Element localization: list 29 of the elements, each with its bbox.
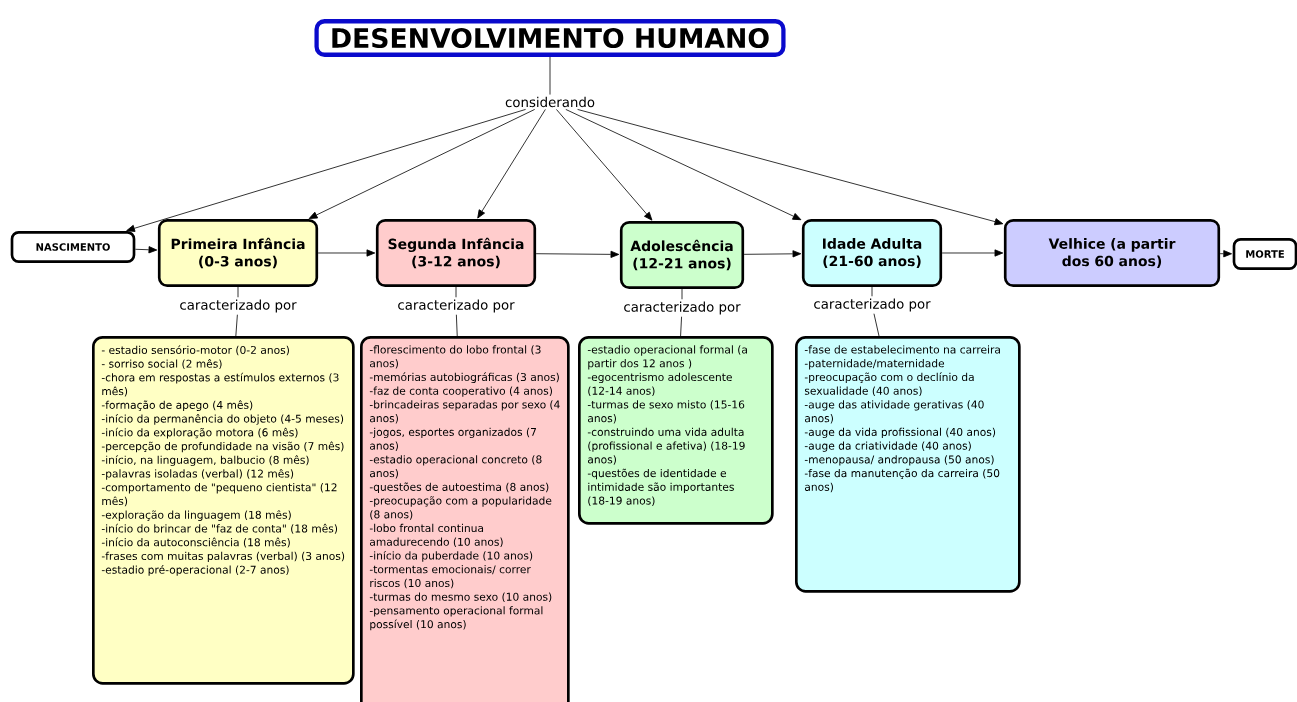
stage-box: Adolescência (12-21 anos) <box>619 221 745 289</box>
terminal-box: NASCIMENTO <box>10 231 136 263</box>
stage-box: Segunda Infância (3-12 anos) <box>375 219 537 287</box>
title-box: DESENVOLVIMENTO HUMANO <box>314 19 786 57</box>
stage-box: Primeira Infância (0-3 anos) <box>157 219 319 287</box>
description-box: -fase de estabelecimento na carreira -paternidade/maternidade -preocupação com o declínio da sexualidade (40 anos) -auge das atividade gerativas (40 anos) -auge da vida profissional (40 anos) -auge da criatividade (40 anos) -menopausa/ andropausa (50 anos) -fase da manutenção da carreira (50 anos) <box>795 336 1021 593</box>
arrow <box>577 109 1004 226</box>
stage-box: Idade Adulta (21-60 anos) <box>801 219 943 287</box>
arrow <box>556 109 653 221</box>
arrow <box>1219 250 1232 258</box>
linking-phrase: caracterizado por <box>621 299 743 317</box>
stage-box: Velhice (a partir dos 60 anos) <box>1003 219 1221 287</box>
arrow <box>941 249 1004 257</box>
arrow <box>126 109 526 232</box>
linking-phrase: considerando <box>503 94 597 110</box>
description-box: -florescimento do lobo frontal (3 anos) -memórias autobiográficas (3 anos) -faz de conta cooperativo (4 anos) -brincadeiras separadas por sexo (4 anos) -jogos, esportes organizados (7 anos) -estadio operacional concreto (8 anos) -questões de autoestima (8 anos) -preocupação com a popularidade (8 anos) -lobo frontal continua amadurecendo (10 anos) -início da puberdade (10 anos) -tormentas emocionais/ correr riscos (10 anos) -turmas do mesmo sexo (10 anos) -pensamento operacional formal possível (10 anos) <box>360 336 570 702</box>
arrow <box>477 109 546 219</box>
linking-phrase: caracterizado por <box>811 296 933 314</box>
arrow <box>317 249 376 257</box>
arrow <box>743 250 802 258</box>
arrow <box>134 246 158 254</box>
linking-phrase: caracterizado por <box>177 297 299 315</box>
description-box: - estadio sensório-motor (0-2 anos) - sorriso social (2 mês) -chora em respostas a estímulos externos (3 mês) -formação de apego (4 mês) -início da permanência do objeto (4-5 meses) -início da exploração motora (6 mês) -percepção de profundidade na visão (7 mês) -início, na linguagem, balbucio (8 mês) -palavras isoladas (verbal) (12 mês) -comportamento de "pequeno cientista" (12 mês) -exploração da linguagem (18 mês) -início do brincar de "faz de conta" (18 mês) -início da autoconsciência (18 mês) -frases com muitas palavras (verbal) (3 anos) -estadio pré-operacional (2-7 anos) <box>92 336 355 685</box>
arrow <box>535 250 620 258</box>
arrow <box>308 109 536 219</box>
description-box: -estadio operacional formal (a partir dos 12 anos ) -egocentrismo adolescente (12-14 anos) -turmas de sexo misto (15-16 anos) -construindo uma vida adulta (profissional e afetiva) (18-19 anos) -questões de identidade e intimidade são importantes (18-19 anos) <box>578 336 774 525</box>
linking-phrase: caracterizado por <box>395 297 517 315</box>
terminal-box: MORTE <box>1232 238 1297 270</box>
arrow <box>565 109 802 221</box>
